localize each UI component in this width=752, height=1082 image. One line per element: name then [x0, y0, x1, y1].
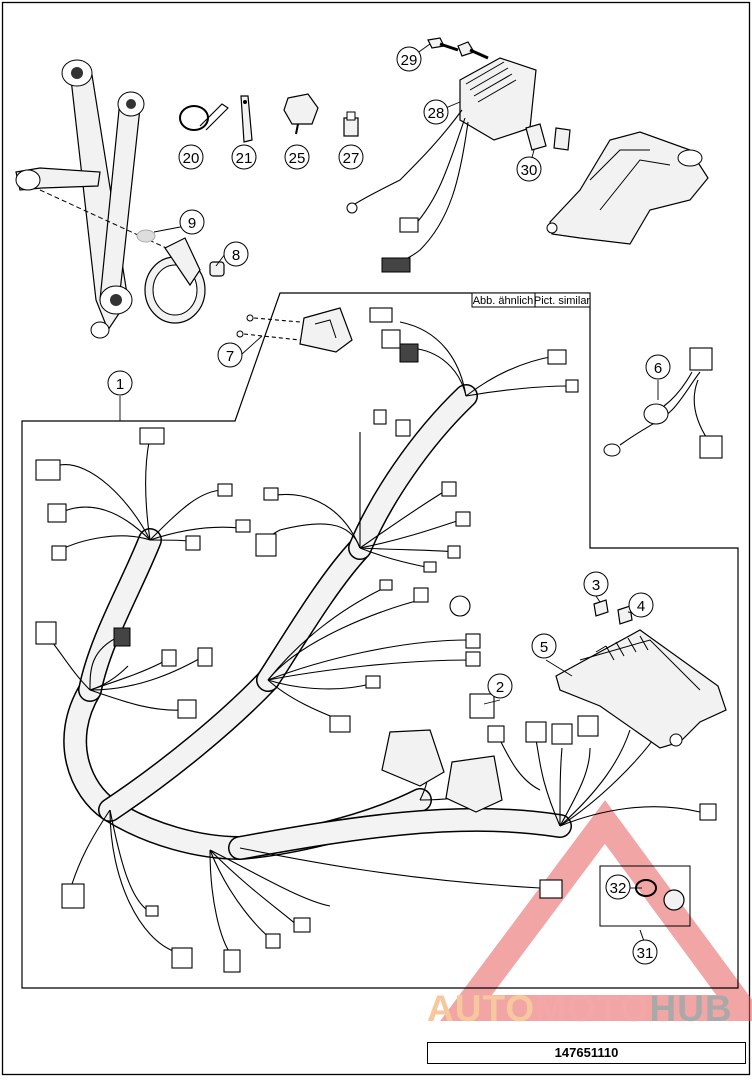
mounting-plate — [236, 307, 353, 353]
svg-text:27: 27 — [343, 150, 360, 167]
callout-3: 3 — [583, 571, 609, 597]
callout-1: 1 — [107, 370, 133, 396]
svg-text:30: 30 — [521, 162, 538, 179]
side-stand-bracket — [15, 59, 176, 339]
svg-text:20: 20 — [183, 150, 200, 167]
svg-text:28: 28 — [428, 105, 445, 122]
frame-bracket — [546, 131, 709, 245]
callout-27: 27 — [338, 144, 364, 170]
document-number: 147651110 — [427, 1042, 746, 1064]
callout-2: 2 — [487, 673, 513, 699]
fuse-box — [555, 629, 727, 749]
svg-text:3: 3 — [592, 577, 600, 594]
fuse-holder — [343, 111, 359, 137]
callout-9: 9 — [179, 209, 205, 235]
svg-text:25: 25 — [289, 150, 306, 167]
svg-text:5: 5 — [540, 639, 548, 656]
svg-text:9: 9 — [188, 215, 196, 232]
svg-text:7: 7 — [226, 348, 234, 365]
callout-8: 8 — [223, 241, 249, 267]
callout-4: 4 — [628, 592, 654, 618]
callout-21: 21 — [231, 144, 257, 170]
callout-7: 7 — [217, 342, 243, 368]
svg-text:2: 2 — [496, 679, 504, 696]
callout-30: 30 — [516, 156, 542, 182]
watermark-text-hub: HUB — [649, 988, 733, 1029]
svg-text:6: 6 — [654, 360, 662, 377]
svg-text:21: 21 — [236, 150, 253, 167]
watermark-text-auto: AUTO — [427, 988, 536, 1029]
horn — [136, 229, 206, 324]
callout-25: 25 — [284, 144, 310, 170]
cable-clips — [525, 123, 571, 151]
callout-29: 29 — [396, 46, 422, 72]
watermark-wordmark: AUTOMOTOHUB — [427, 988, 747, 1032]
fuses — [593, 599, 633, 625]
callout-32: 32 — [605, 874, 631, 900]
svg-text:29: 29 — [401, 52, 418, 69]
relay — [283, 93, 319, 135]
horn-nut — [209, 261, 225, 277]
callout-5: 5 — [531, 633, 557, 659]
watermark-triangle — [440, 800, 752, 1021]
callout-20: 20 — [178, 144, 204, 170]
svg-text:32: 32 — [610, 880, 627, 897]
svg-text:4: 4 — [637, 598, 645, 615]
main-harness — [35, 307, 717, 973]
svg-text:8: 8 — [232, 247, 240, 264]
tag-abb-aehnlich: Abb. ähnlich — [473, 295, 534, 307]
tag-pict-similar: Pict. similar — [534, 295, 591, 307]
svg-text:1: 1 — [116, 376, 124, 393]
callout-28: 28 — [423, 99, 449, 125]
mounting-screws — [427, 37, 489, 60]
pict-similar-tag — [471, 292, 591, 308]
clamp-set — [599, 865, 691, 945]
callout-6: 6 — [645, 354, 671, 380]
cable-item-6 — [603, 347, 723, 459]
cable-tie — [179, 103, 229, 131]
watermark-text-moto: MOTO — [535, 988, 650, 1029]
svg-text:31: 31 — [637, 945, 654, 962]
spring-clip — [240, 95, 253, 143]
voltage-regulator — [346, 57, 537, 273]
callout-31: 31 — [632, 939, 658, 965]
